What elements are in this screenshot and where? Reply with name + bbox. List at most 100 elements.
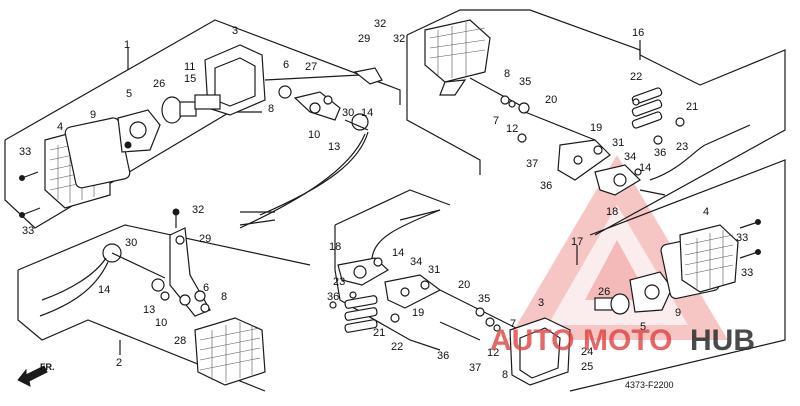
callout-30: 30 [342,107,354,119]
callout-14: 14 [361,107,373,119]
front-direction-arrow: FR. [17,362,55,387]
callout-4b: 4 [703,206,709,218]
callout-27: 27 [305,61,317,73]
callout-8: 8 [268,103,274,115]
callout-20b: 20 [458,279,470,291]
lower-right-socket [594,271,673,315]
callout-5: 5 [126,88,132,100]
front-arrow-label: FR. [40,362,55,372]
callout-36b: 36 [654,147,666,159]
callout-21: 21 [686,101,698,113]
lower-right-bracket [384,274,442,309]
upper-left-socket [117,109,161,153]
callout-8b: 8 [221,291,227,303]
callout-33: 33 [19,146,31,158]
svg-text:HUB: HUB [690,324,755,357]
callout-29: 29 [358,33,370,45]
lower-left-mount [102,243,210,313]
group-outline-lower-right [334,159,786,392]
upper-right-joint [594,124,751,196]
upper-left-bulb [161,96,197,124]
callout-22: 22 [630,71,642,83]
callout-36: 36 [540,180,552,192]
group-outline-upper-left [4,19,401,229]
callout-23b: 23 [333,276,345,288]
callout-26b: 26 [598,286,610,298]
upper-right-rubbers [631,87,685,129]
lower-right-housing [509,317,571,386]
callout-34b: 34 [410,256,422,268]
callout-21b: 21 [373,327,385,339]
callout-6: 6 [283,59,289,71]
callout-19b: 19 [412,307,424,319]
callout-36c: 36 [327,291,339,303]
lower-right-gasket-lens [660,224,739,300]
callout-18b: 18 [329,241,341,253]
callout-32c: 32 [192,204,204,216]
lower-right-rubbers [344,295,400,333]
callout-23: 23 [676,141,688,153]
callout-35: 35 [519,76,531,88]
callout-8d: 8 [502,369,508,381]
upper-left-screws [19,171,41,218]
callout-3b: 3 [538,297,544,309]
callout-26: 26 [153,78,165,90]
callout-28: 28 [174,335,186,347]
group-outline-lower-left [17,224,311,392]
lower-right-stem [439,289,521,341]
callout-10: 10 [308,129,320,141]
watermark-text: AUTO MOTO HUB [490,324,755,357]
lower-right-screws [739,219,761,259]
lower-left-lens [194,317,266,386]
callout-12: 12 [506,123,518,135]
callout-14c: 14 [639,162,651,174]
callout-20: 20 [545,94,557,106]
lower-left-stay [169,208,211,317]
callout-2: 2 [116,357,122,369]
upper-right-lens [424,19,491,96]
callout-37: 37 [526,158,538,170]
callout-13: 13 [328,141,340,153]
callout-11: 11 [184,61,195,73]
callout-14b: 14 [98,284,110,296]
upper-right-stem [469,77,596,143]
upper-left-stay [264,67,383,131]
callout-25: 25 [581,361,593,373]
callout-5b: 5 [640,321,646,333]
callout-33d: 33 [741,267,753,279]
callout-35b: 35 [478,293,490,305]
upper-left-housing [194,44,266,116]
lower-right-joint [329,257,390,309]
callout-31: 31 [612,137,624,149]
callout-1: 1 [124,39,130,51]
svg-text:AUTO: AUTO [490,324,574,357]
callout-labels: 1 2 3 3 4 4 5 5 6 6 7 7 8 8 8 8 9 9 10 1… [19,18,753,381]
callout-36d: 36 [437,350,449,362]
callout-9b: 9 [675,307,681,319]
callout-16: 16 [632,27,644,39]
group-outline-upper-right [406,9,786,236]
callout-6b: 6 [203,282,209,294]
callout-32: 32 [374,18,386,30]
lower-right-harness [371,209,441,259]
callout-18: 18 [606,206,618,218]
lower-left-harness [39,257,109,317]
callout-34: 34 [624,151,636,163]
callout-14d: 14 [392,247,404,259]
callout-3: 3 [232,25,238,37]
callout-24: 24 [581,346,593,358]
callout-8c: 8 [504,68,510,80]
callout-31b: 31 [428,264,440,276]
svg-text:MOTO: MOTO [583,324,672,357]
callout-33b: 33 [22,225,34,237]
callout-33c: 33 [736,232,748,244]
callout-22b: 22 [391,341,403,353]
callout-4: 4 [57,121,63,133]
callout-13b: 13 [143,304,155,316]
callout-12b: 12 [487,347,499,359]
upper-right-bracket [557,139,611,181]
upper-left-harness [239,131,369,229]
callout-10b: 10 [155,317,167,329]
drawing-reference: 4373-F2200 [625,380,674,390]
